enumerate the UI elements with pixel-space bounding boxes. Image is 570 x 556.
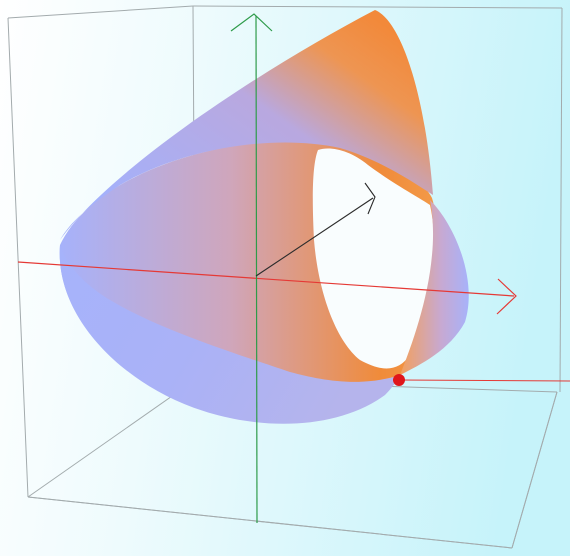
surface-hole [312,148,435,369]
surface-bottom-band [59,245,401,424]
y-axis-arrow [230,13,273,32]
box-edge-right-upper [559,7,563,393]
bounding-box-front [27,391,558,549]
box-edge-top-right [192,5,563,9]
axes [17,13,517,524]
box-edge-left [7,17,29,498]
surface-right-lobe [400,200,469,375]
box-edge-top-back [7,5,194,19]
x-axis-arrow [496,278,517,315]
z-axis [255,197,374,277]
red-point-marker[interactable] [393,374,405,386]
box-edge-bottom-diag [27,379,196,498]
box-edge-front-right [511,391,558,549]
surface-top-band [60,10,433,240]
z-axis-arrow [364,182,376,215]
y-axis [255,15,258,524]
x-axis [17,261,515,297]
marker-projection-line [398,379,570,382]
box-edge-front-bottom [27,496,513,549]
